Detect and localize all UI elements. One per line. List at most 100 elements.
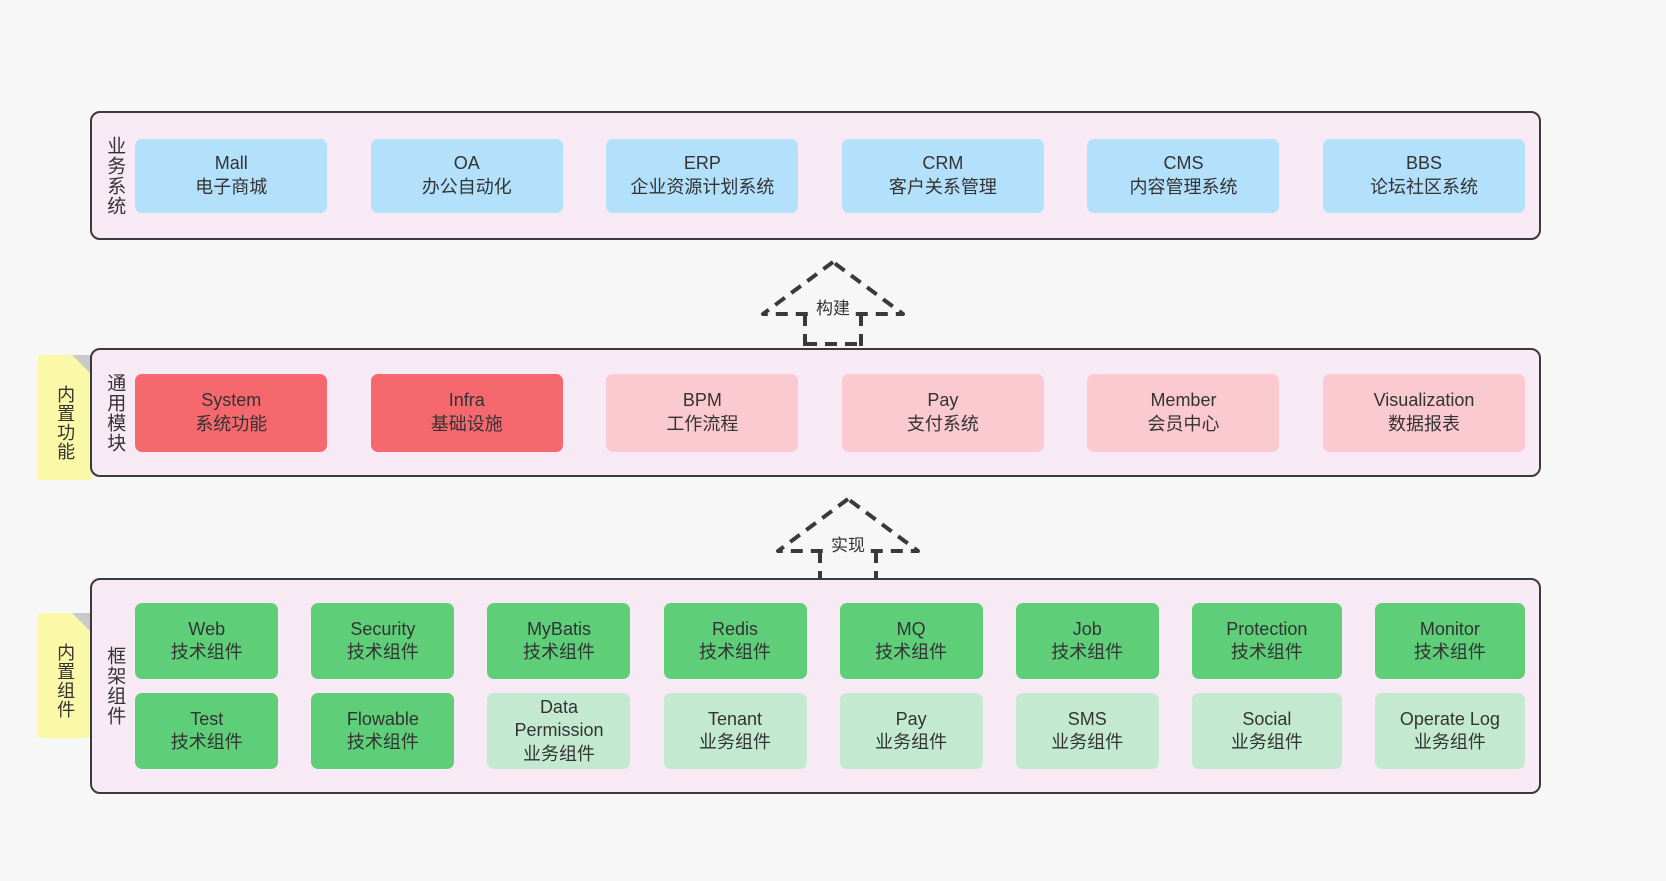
- card-subtitle: 技术组件: [170, 732, 243, 752]
- card-security[interactable]: Security 技术组件: [311, 603, 455, 679]
- card-title: Mall: [214, 153, 248, 174]
- connector-build-arrow: [761, 260, 905, 346]
- card-title: ERP: [683, 153, 721, 174]
- card-bbs[interactable]: BBS 论坛社区系统: [1323, 138, 1525, 213]
- card-title: Flowable: [346, 708, 419, 729]
- card-job[interactable]: Job 技术组件: [1015, 603, 1159, 679]
- card-title: Data Permission: [514, 697, 604, 741]
- card-title: CMS: [1163, 153, 1204, 174]
- card-row: System 系统功能 Infra 基础设施 BPM 工作流程 Pay 支付系统…: [131, 373, 1539, 452]
- card-title: BPM: [682, 390, 722, 411]
- card-subtitle: 技术组件: [875, 642, 948, 662]
- card-subtitle: 技术组件: [346, 732, 419, 752]
- card-row: Mall 电子商城 OA 办公自动化 ERP 企业资源计划系统 CRM 客户关系…: [131, 138, 1539, 213]
- connector-implement-arrow: [776, 497, 920, 583]
- card-subtitle: 系统功能: [195, 413, 268, 434]
- card-subtitle: 技术组件: [1051, 642, 1124, 662]
- card-subtitle: 会员中心: [1147, 413, 1220, 434]
- card-title: Member: [1150, 390, 1217, 411]
- card-monitor[interactable]: Monitor 技术组件: [1374, 603, 1525, 679]
- card-title: Redis: [712, 618, 759, 639]
- card-subtitle: 企业资源计划系统: [630, 176, 775, 197]
- card-title: Pay: [895, 708, 927, 729]
- card-subtitle: 业务组件: [699, 732, 772, 752]
- card-infra[interactable]: Infra 基础设施: [370, 373, 563, 452]
- card-subtitle: 业务组件: [1230, 732, 1303, 752]
- card-bpm[interactable]: BPM 工作流程: [606, 373, 799, 452]
- card-subtitle: 技术组件: [1413, 642, 1486, 662]
- card-redis[interactable]: Redis 技术组件: [663, 603, 807, 679]
- note-fold-icon: [72, 355, 92, 375]
- note-builtin-components-text: 内置组件: [55, 642, 76, 719]
- note-fold-icon: [72, 613, 92, 633]
- card-mall[interactable]: Mall 电子商城: [135, 138, 328, 213]
- card-subtitle: 电子商城: [195, 176, 268, 197]
- card-web[interactable]: Web 技术组件: [135, 603, 279, 679]
- card-title: Test: [190, 708, 224, 729]
- card-subtitle: 论坛社区系统: [1370, 176, 1478, 197]
- card-subtitle: 基础设施: [430, 413, 503, 434]
- card-oa[interactable]: OA 办公自动化: [370, 138, 563, 213]
- card-tenant[interactable]: Tenant 业务组件: [663, 693, 807, 769]
- card-data-permission[interactable]: Data Permission 业务组件: [487, 693, 631, 769]
- card-title: Social: [1242, 708, 1292, 729]
- card-title: MQ: [896, 618, 926, 639]
- card-subtitle: 支付系统: [906, 413, 979, 434]
- note-builtin-features-text: 内置功能: [55, 384, 76, 461]
- layer-business-systems[interactable]: 业务系统 Mall 电子商城 OA 办公自动化 ERP 企业资源计划系统 CRM…: [90, 111, 1541, 240]
- card-erp[interactable]: ERP 企业资源计划系统: [606, 138, 799, 213]
- card-title: Infra: [448, 390, 485, 411]
- card-subtitle: 技术组件: [346, 642, 419, 662]
- card-subtitle: 技术组件: [1230, 642, 1303, 662]
- note-builtin-components[interactable]: 内置组件: [38, 613, 92, 738]
- card-subtitle: 客户关系管理: [888, 176, 997, 197]
- card-subtitle: 内容管理系统: [1129, 176, 1238, 197]
- card-mq[interactable]: MQ 技术组件: [839, 603, 983, 679]
- card-title: MyBatis: [526, 618, 591, 639]
- card-title: Security: [350, 618, 416, 639]
- card-subtitle: 业务组件: [1051, 732, 1124, 752]
- card-title: CRM: [922, 153, 964, 174]
- card-social[interactable]: Social 业务组件: [1191, 693, 1342, 769]
- card-title: Protection: [1226, 618, 1308, 639]
- card-sms[interactable]: SMS 业务组件: [1015, 693, 1159, 769]
- card-member[interactable]: Member 会员中心: [1087, 373, 1280, 452]
- card-mybatis[interactable]: MyBatis 技术组件: [487, 603, 631, 679]
- card-subtitle: 技术组件: [170, 642, 243, 662]
- card-title: BBS: [1405, 153, 1443, 174]
- card-title: System: [201, 390, 262, 411]
- card-title: Job: [1072, 618, 1102, 639]
- note-builtin-features[interactable]: 内置功能: [38, 355, 92, 480]
- card-cms[interactable]: CMS 内容管理系统: [1087, 138, 1280, 213]
- layer-common-modules[interactable]: 通用模块 System 系统功能 Infra 基础设施 BPM 工作流程 Pay…: [90, 348, 1541, 477]
- card-title: Visualization: [1373, 390, 1475, 411]
- connector-implement-label: 实现: [828, 531, 868, 556]
- card-title: OA: [453, 153, 480, 174]
- connector-build-label: 构建: [813, 294, 853, 319]
- layer-label-business-systems: 业务系统: [104, 135, 126, 216]
- card-row-business: Test 技术组件 Flowable 技术组件 Data Permission …: [135, 693, 1525, 769]
- card-subtitle: 技术组件: [699, 642, 772, 662]
- card-title: Monitor: [1419, 618, 1480, 639]
- layer-framework-components[interactable]: 框架组件 Web 技术组件 Security 技术组件 MyBatis 技术组件…: [90, 578, 1541, 794]
- card-test[interactable]: Test 技术组件: [135, 693, 279, 769]
- card-subtitle: 业务组件: [875, 732, 948, 752]
- card-title: Pay: [927, 390, 959, 411]
- card-grid: Web 技术组件 Security 技术组件 MyBatis 技术组件 Redi…: [131, 603, 1539, 769]
- card-pay-component[interactable]: Pay 业务组件: [839, 693, 983, 769]
- card-subtitle: 业务组件: [522, 743, 595, 764]
- card-system[interactable]: System 系统功能: [135, 373, 328, 452]
- card-row-technical: Web 技术组件 Security 技术组件 MyBatis 技术组件 Redi…: [135, 603, 1525, 679]
- card-pay[interactable]: Pay 支付系统: [841, 373, 1044, 452]
- card-operate-log[interactable]: Operate Log 业务组件: [1374, 693, 1525, 769]
- card-title: Tenant: [708, 708, 763, 729]
- card-protection[interactable]: Protection 技术组件: [1191, 603, 1342, 679]
- card-flowable[interactable]: Flowable 技术组件: [311, 693, 455, 769]
- card-subtitle: 工作流程: [666, 413, 739, 434]
- card-visualization[interactable]: Visualization 数据报表: [1323, 373, 1525, 452]
- card-crm[interactable]: CRM 客户关系管理: [841, 138, 1044, 213]
- card-title: Operate Log: [1399, 708, 1500, 729]
- card-subtitle: 数据报表: [1388, 413, 1460, 434]
- card-title: SMS: [1067, 708, 1107, 729]
